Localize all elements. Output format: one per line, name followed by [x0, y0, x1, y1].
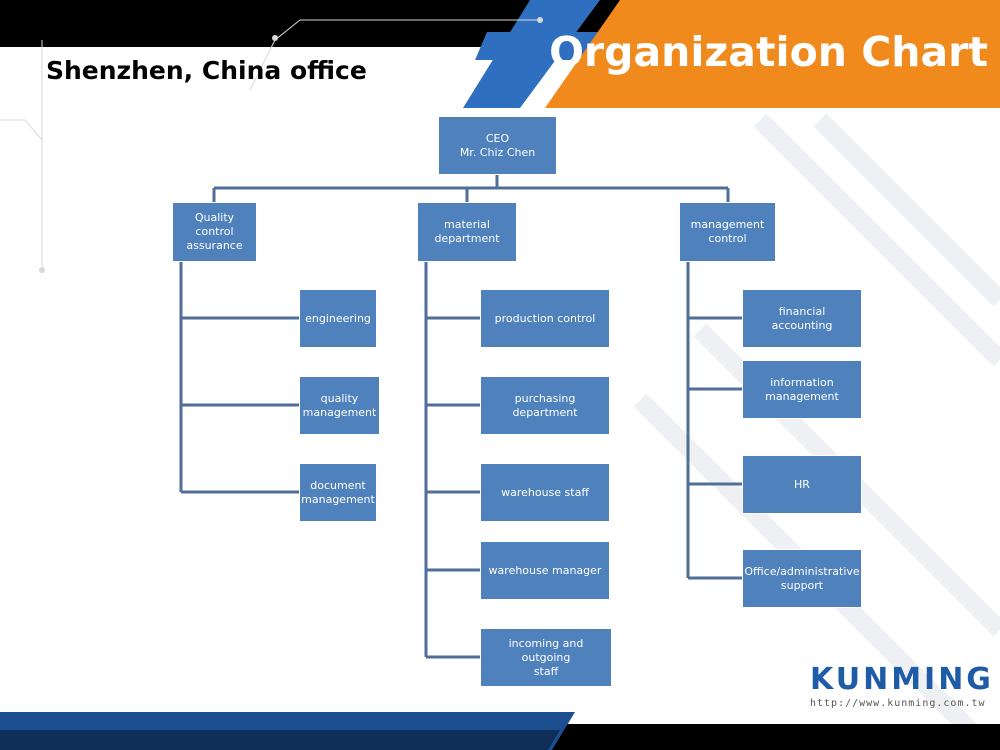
org-node-incoming-outgoing-staff: incoming and outgoing staff — [480, 628, 612, 687]
org-node-material-department: material department — [417, 202, 517, 262]
org-node-information-management: information management — [742, 360, 862, 419]
org-node-hr: HR — [742, 455, 862, 514]
logo-url: http://www.kunming.com.tw — [810, 698, 986, 709]
office-heading: Shenzhen, China office — [46, 56, 367, 85]
org-node-warehouse-staff: warehouse staff — [480, 463, 610, 522]
org-node-production-control: production control — [480, 289, 610, 348]
org-node-document-management: document management — [299, 463, 377, 522]
org-node-quality-management: quality management — [299, 376, 380, 435]
org-node-warehouse-manager: warehouse manager — [480, 541, 610, 600]
org-node-office-administrative-support: Office/administrative support — [742, 549, 862, 608]
org-node-engineering: engineering — [299, 289, 377, 348]
org-node-ceo: CEO Mr. Chiz Chen — [438, 116, 557, 175]
org-node-quality-control: Quality control assurance — [172, 202, 257, 262]
org-node-financial-accounting: financial accounting — [742, 289, 862, 348]
org-node-management-control: management control — [679, 202, 776, 262]
org-node-purchasing-department: purchasing department — [480, 376, 610, 435]
page-title: Organization Chart — [549, 28, 988, 76]
kunming-logo: KUNMING — [810, 662, 994, 697]
